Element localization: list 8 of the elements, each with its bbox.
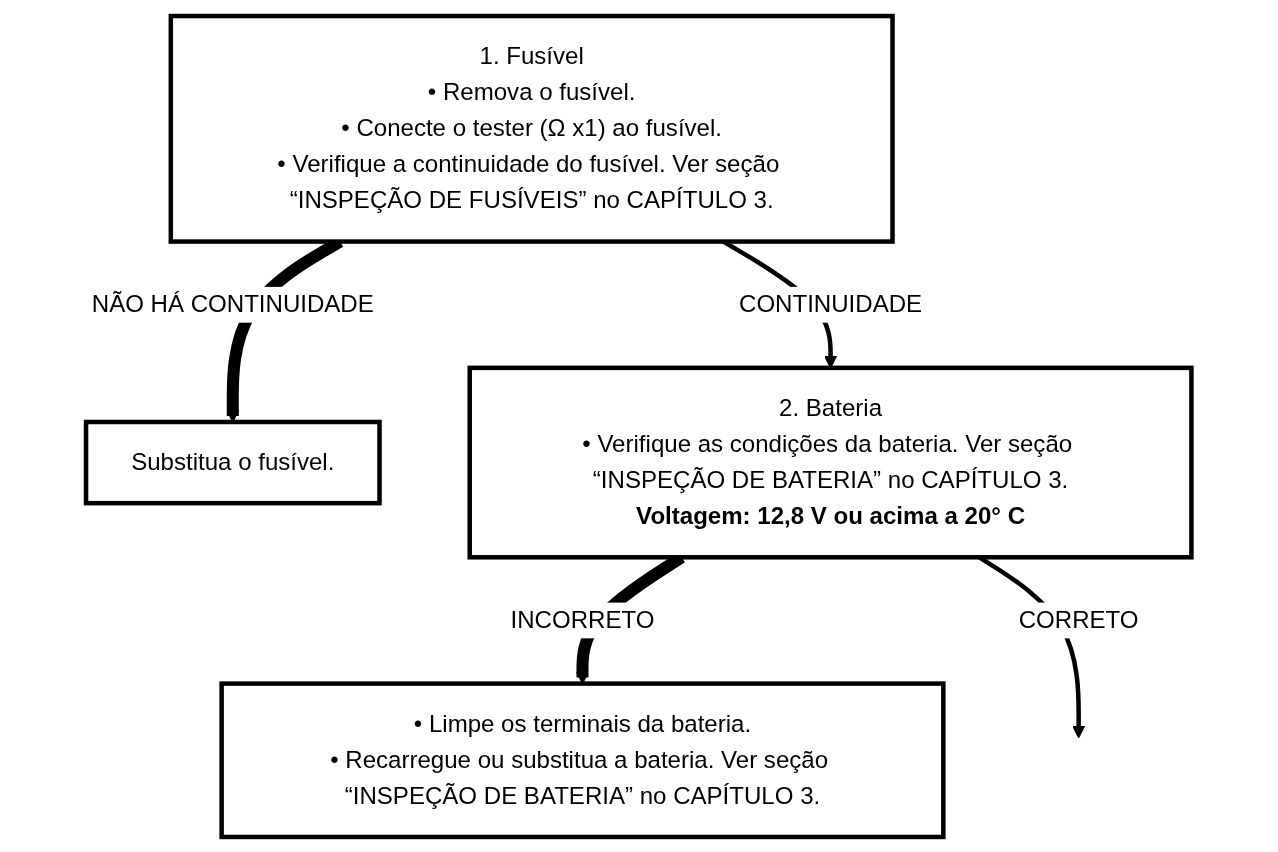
edge-label: NÃO HÁ CONTINUIDADE bbox=[92, 290, 375, 317]
edge-label: INCORRETO bbox=[510, 606, 655, 632]
node-box: Substitua o fusível. bbox=[84, 419, 383, 505]
edge-label: CORRETO bbox=[1018, 606, 1139, 632]
edge-label: CONTINUIDADE bbox=[739, 290, 923, 317]
node-box: • Limpe os terminais da bateria. • Recarregue ou substitua a bateria. Ver seção “INSPEÇÃO DE BATERIA” no CAPÍTULO 3. bbox=[219, 680, 946, 839]
node-box: 1. Fusível • Remova o fusível. • Conecte o tester (Ω x1) ao fusível. • Verifique a continuidade do fusível. Ver seção “INSPEÇÃO DE FUSÍVEIS” no CAPÍTULO 3. bbox=[168, 13, 896, 244]
node-box: 2. Bateria • Verifique as condições da bateria. Ver seção “INSPEÇÃO DE BATERIA” no CAPÍTULO 3. Voltagem: 12,8 V ou acima a 20° C bbox=[467, 365, 1194, 560]
